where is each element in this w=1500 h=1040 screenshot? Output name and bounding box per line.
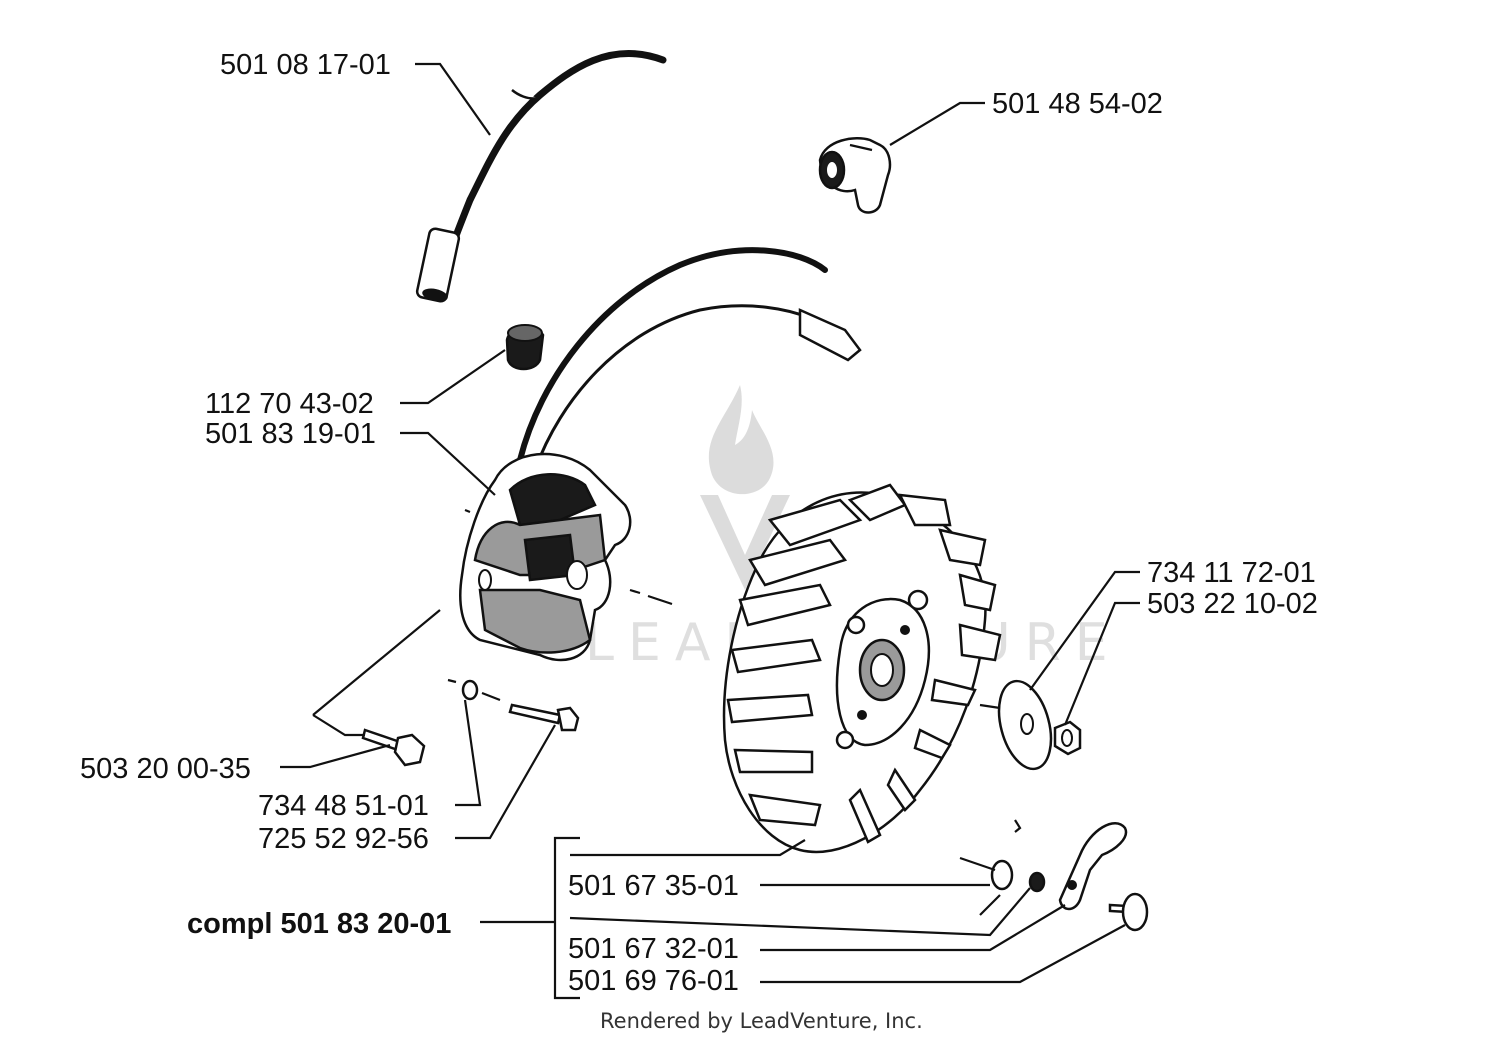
label-501-67-35-01: 501 67 35-01 — [568, 870, 739, 902]
label-501-83-19-01: 501 83 19-01 — [205, 418, 376, 450]
plug-boot — [818, 136, 892, 214]
nut — [1053, 720, 1082, 756]
spark-plug-cable — [415, 49, 667, 303]
fasteners — [361, 678, 580, 767]
label-501-69-76-01: 501 69 76-01 — [568, 965, 739, 997]
pawl-assembly — [959, 819, 1149, 932]
ignition-module — [459, 452, 673, 662]
grommet — [505, 324, 545, 371]
label-503-22-10-02: 503 22 10-02 — [1147, 588, 1318, 620]
washer — [997, 679, 1053, 771]
ignition-wires — [517, 247, 862, 471]
credit-text: Rendered by LeadVenture, Inc. — [600, 1009, 923, 1033]
label-725-52-92-56: 725 52 92-56 — [258, 823, 429, 855]
label-503-20-00-35: 503 20 00-35 — [80, 753, 251, 785]
label-compl-501-83-20-01: compl 501 83 20-01 — [187, 908, 451, 940]
label-734-48-51-01: 734 48 51-01 — [258, 790, 429, 822]
label-112-70-43-02: 112 70 43-02 — [205, 388, 374, 420]
part-labels: 501 08 17-01 501 48 54-02 112 70 43-02 5… — [80, 49, 1318, 997]
flywheel — [722, 483, 1002, 854]
label-501-48-54-02: 501 48 54-02 — [992, 88, 1163, 120]
label-501-08-17-01: 501 08 17-01 — [220, 49, 391, 81]
label-501-67-32-01: 501 67 32-01 — [568, 933, 739, 965]
leader-lines — [280, 62, 1140, 1000]
label-734-11-72-01: 734 11 72-01 — [1147, 557, 1316, 589]
